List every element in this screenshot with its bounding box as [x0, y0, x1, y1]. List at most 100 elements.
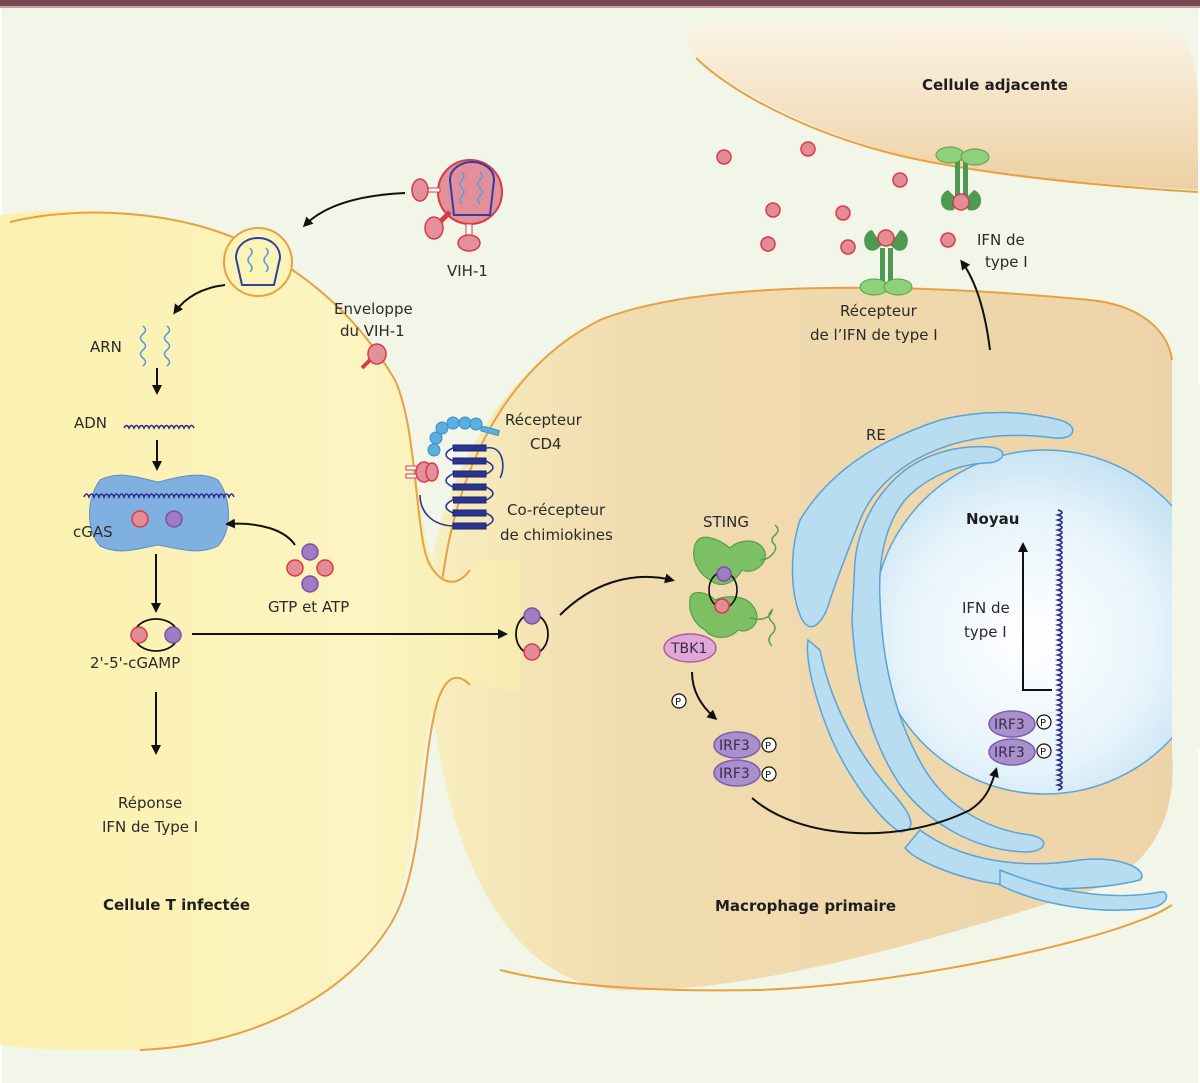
substrate-dot-purple [301, 543, 319, 561]
envelope-label-line2: du VIH-1 [340, 322, 405, 340]
cgas-label: cGAS [73, 523, 113, 541]
transmembrane-helix [452, 496, 487, 504]
nucleus-clip [1172, 385, 1200, 750]
ifn-receptor-adjacent [935, 146, 990, 211]
t-cell-membrane-lower [139, 676, 471, 1051]
phosphate-label: P [765, 741, 771, 752]
irf3-nuclear-import-arrow [751, 767, 999, 835]
gtp-atp-label: GTP et ATP [268, 598, 349, 616]
phosphate-label: P [1040, 718, 1046, 729]
transmembrane-helix [452, 483, 487, 491]
uncoating-arrow [173, 284, 226, 315]
ifn-particle [892, 172, 908, 188]
irf3-label: IRF3 [719, 766, 750, 782]
coreceptor-tail [485, 447, 504, 479]
envelope-label-line1: Enveloppe [334, 300, 413, 318]
nucleus [872, 449, 1200, 795]
vesicle-rna [247, 247, 269, 273]
nuclear-irf3-dimer: IRF3 IRF3 P P [988, 710, 1052, 766]
ifn-particle [840, 239, 856, 255]
membrane-envelope-spike-icon [360, 343, 387, 370]
cd4-receptor [427, 416, 500, 457]
transmembrane-helix [452, 522, 487, 530]
t-cell [0, 210, 520, 1051]
ifn-particle [800, 141, 816, 157]
header-bar [0, 0, 1200, 6]
atp-dot [165, 510, 183, 528]
sting-bound-cgamp [708, 566, 738, 614]
tbk1 [663, 633, 717, 663]
coreceptor-loop [445, 447, 454, 462]
coreceptor-loop [485, 486, 494, 501]
substrate-to-cgas-arrow [225, 518, 296, 546]
phosphate-icon [761, 766, 777, 782]
ifn-particles [716, 141, 956, 255]
ifn-particle [760, 236, 776, 252]
ifn-receptor-label-line2: de l’IFN de type I [810, 326, 938, 344]
cgas-bound-dna [83, 493, 235, 500]
ifn-transcription-arrow [1018, 542, 1052, 691]
phosphate-icon [1036, 714, 1052, 730]
nucleus-label: Noyau [966, 510, 1019, 528]
cd4-label-line2: CD4 [530, 435, 562, 453]
macrophage-membrane-bottom [499, 904, 1173, 992]
adjacent-cell [688, 24, 1198, 190]
phosphate-icon [1036, 743, 1052, 759]
hiv-label: VIH-1 [447, 262, 488, 280]
cd4-label-line1: Récepteur [505, 411, 583, 429]
t-cell-label: Cellule T infectée [103, 896, 250, 914]
cgas-enzyme [89, 474, 229, 552]
cgamp-molecule [130, 618, 182, 652]
sting-label: STING [703, 513, 749, 531]
phosphate-icon [671, 693, 687, 709]
ifn-secretion-arrow [960, 259, 991, 351]
envelope-spike-icon [457, 223, 481, 252]
substrate-dot-red [316, 559, 334, 577]
ifn-secreted-label-line2: type I [985, 253, 1028, 271]
sting-tm-tail [759, 524, 779, 561]
transmembrane-helix [452, 457, 487, 465]
response-label-line2: IFN de Type I [102, 818, 198, 836]
header-bar-line [0, 6, 1200, 8]
vesicle-capsid [234, 236, 282, 286]
envelope-spike-icon [424, 210, 452, 240]
hiv-virion [411, 159, 503, 252]
ifn-secreted-label-line1: IFN de [977, 231, 1025, 249]
phosphate-label: P [675, 697, 681, 708]
cgamp-to-sting-arrow [559, 573, 675, 616]
chemokine-coreceptor [419, 444, 504, 530]
sting-tm-tail [749, 608, 776, 647]
response-label-line1: Réponse [118, 794, 182, 812]
gtp-dot [131, 510, 149, 528]
macrophage-label: Macrophage primaire [715, 897, 896, 915]
coreceptor-loop [445, 473, 454, 488]
coreceptor-label-line2: de chimiokines [500, 526, 613, 544]
irf3-label: IRF3 [994, 717, 1025, 733]
ifn-particle [765, 202, 781, 218]
cgamp-label: 2'-5'-cGAMP [90, 654, 180, 672]
t-cell-membrane [9, 211, 471, 583]
adjacent-cell-membrane [695, 57, 1199, 193]
transmembrane-helix [452, 509, 487, 517]
coreceptor-label-line1: Co-récepteur [507, 501, 606, 519]
irf3-label: IRF3 [994, 745, 1025, 761]
tbk1-phosphorylation-arrow [691, 671, 718, 720]
phosphate-label: P [765, 770, 771, 781]
rna-label: ARN [90, 338, 122, 356]
coreceptor-tail [419, 494, 454, 527]
transmembrane-helix [452, 444, 487, 452]
nucleus-ifn-label-line2: type I [964, 623, 1007, 641]
ifn-particle [835, 205, 851, 221]
transmembrane-helix [452, 470, 487, 478]
substrate-dot-purple [301, 575, 319, 593]
sting-dimer [689, 536, 766, 639]
coreceptor-loop [485, 512, 494, 527]
endoplasmic-reticulum [791, 411, 1168, 911]
coreceptor-loop [445, 499, 454, 514]
ifn-particle [940, 232, 956, 248]
transferred-cgamp-molecule [515, 607, 549, 661]
coreceptor-loop [485, 460, 494, 475]
envelope-spike-icon [411, 178, 441, 202]
dna-label: ADN [74, 414, 107, 432]
